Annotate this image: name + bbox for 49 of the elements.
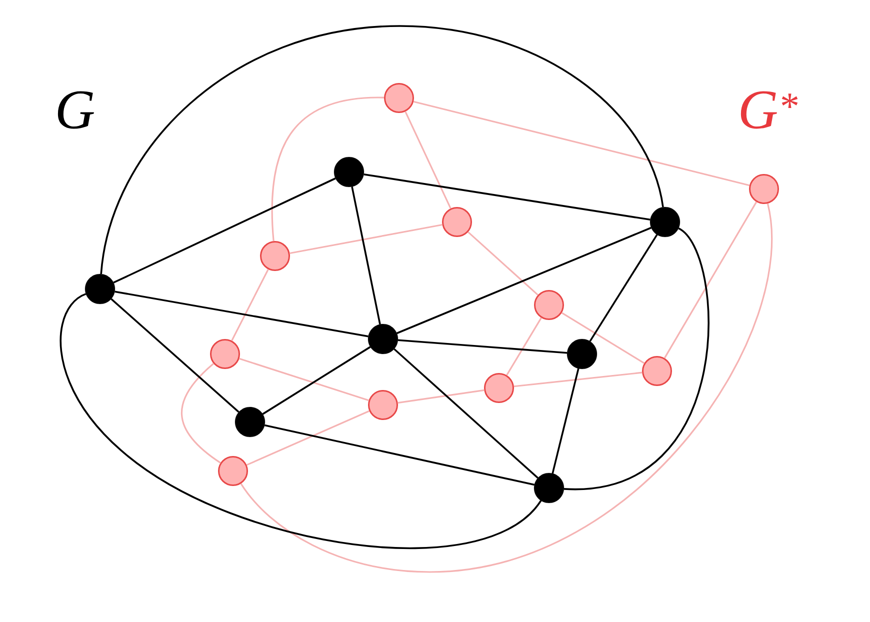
dual-vertex xyxy=(218,456,248,486)
vertex-dot xyxy=(566,338,598,370)
dual-vertex xyxy=(260,241,290,271)
vertex-dot xyxy=(84,274,116,304)
dual-vertex xyxy=(442,207,472,237)
dual-edge xyxy=(506,317,542,376)
vertex-dot xyxy=(334,156,364,188)
dual-edge xyxy=(664,202,758,358)
dual-vertex xyxy=(534,290,564,320)
dual-vertex xyxy=(749,174,779,204)
dual-vertex xyxy=(210,339,240,369)
dual-edge xyxy=(290,224,442,254)
graph-edge xyxy=(262,346,371,415)
dual-edge xyxy=(240,203,772,573)
graph-edge xyxy=(114,290,368,338)
dual-vertex xyxy=(384,83,414,113)
graph-edge xyxy=(589,234,658,342)
graph-edge xyxy=(113,178,336,284)
dual-edge xyxy=(413,100,750,186)
graph-edge xyxy=(364,173,650,221)
graph-edge xyxy=(398,339,568,354)
dual-edge xyxy=(398,389,484,404)
dual-edge xyxy=(239,358,369,402)
dual-edge xyxy=(271,96,384,242)
dual-vertex xyxy=(484,373,514,403)
dual-edge xyxy=(468,231,538,296)
dual-edge xyxy=(181,363,221,464)
dual-edge xyxy=(404,111,452,209)
dual-vertex xyxy=(368,390,398,420)
dual-edge xyxy=(514,372,642,388)
vertex-dot xyxy=(650,206,680,238)
dual-vertex xyxy=(642,356,672,386)
vertex-dot xyxy=(234,406,266,438)
vertex-dot xyxy=(368,324,398,354)
graph-edge xyxy=(264,424,535,486)
graph-edge xyxy=(552,368,580,474)
graph-edge xyxy=(110,298,240,413)
graph-edge xyxy=(564,228,710,490)
graph-label: G$^{*}$ xyxy=(740,91,798,129)
graph-edge xyxy=(351,186,381,324)
graph-edge xyxy=(394,348,538,479)
graph-edge xyxy=(396,226,652,334)
dual-edge xyxy=(231,269,269,341)
vertex-dot xyxy=(534,472,564,504)
graph-label: G xyxy=(58,91,94,129)
graph-edge xyxy=(60,293,542,550)
dual-edge xyxy=(246,410,370,466)
graph-edge xyxy=(100,25,664,274)
dual-edge xyxy=(561,312,645,364)
